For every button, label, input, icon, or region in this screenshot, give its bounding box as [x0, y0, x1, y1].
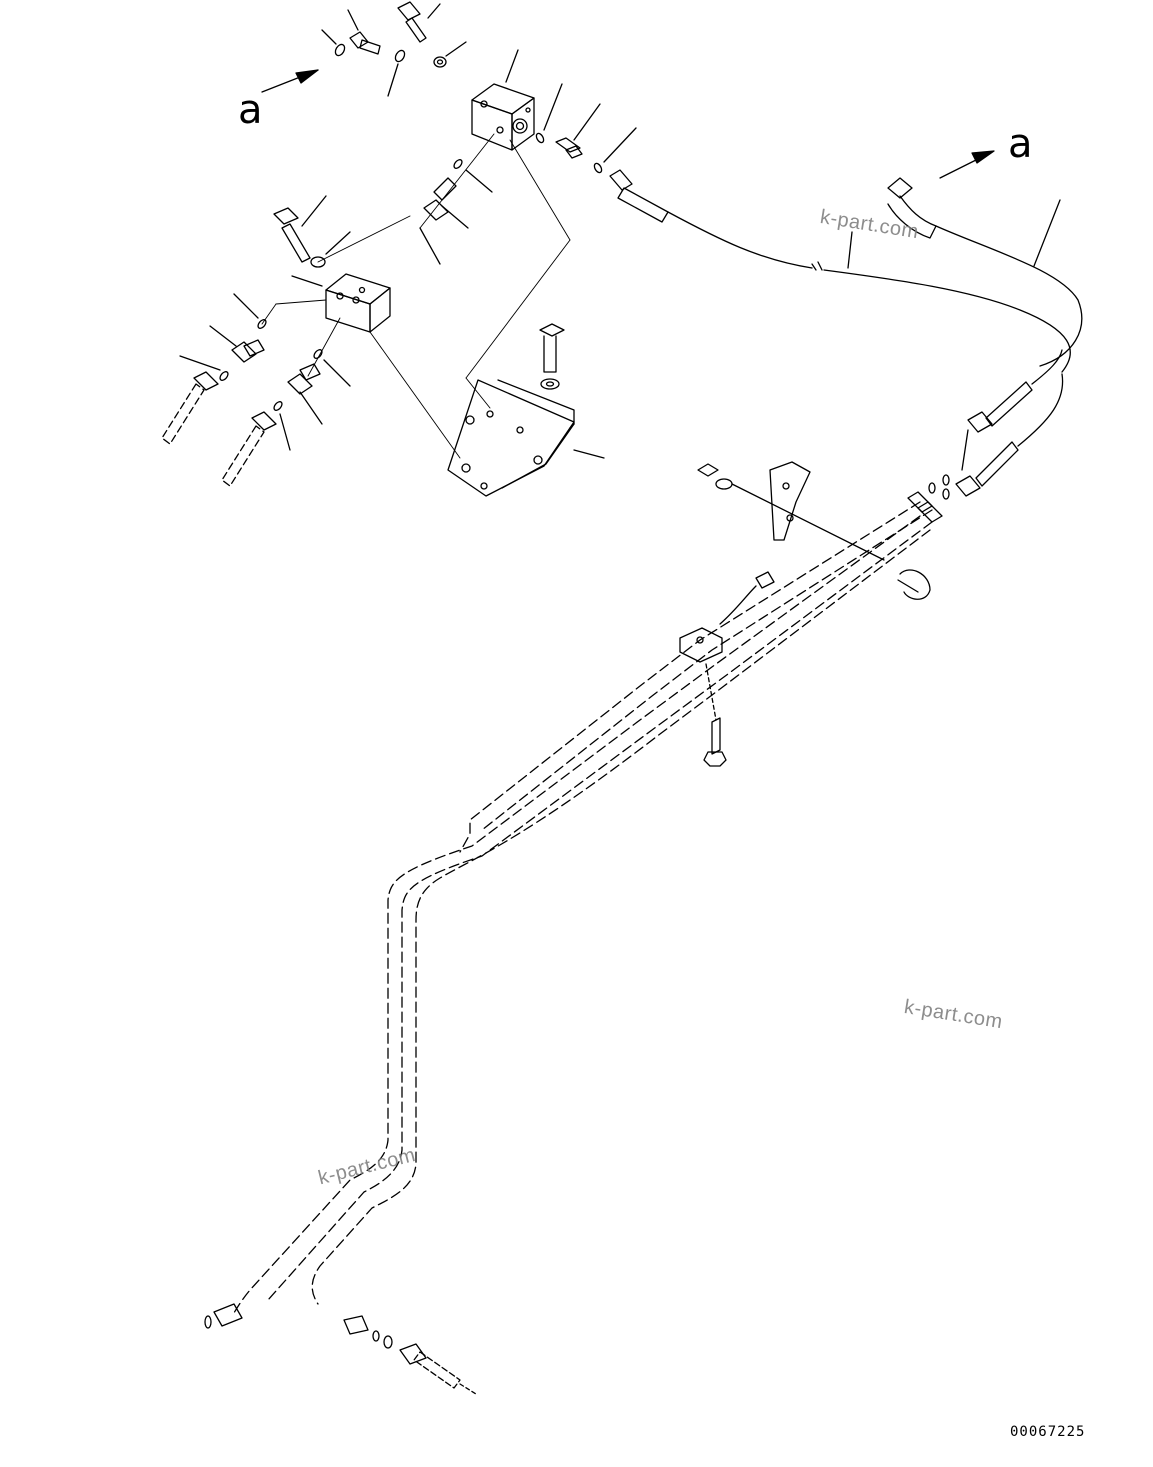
view-arrow-left	[261, 69, 319, 93]
bracket-bolt	[539, 323, 565, 390]
hose-end-right-2	[955, 373, 1064, 497]
hose-end-right-1	[967, 349, 1063, 433]
elbow-fitting-top	[347, 9, 381, 55]
view-label-a-left: a	[238, 87, 263, 133]
connector-fitting	[287, 363, 323, 425]
mounting-bracket	[447, 379, 605, 497]
o-ring	[394, 49, 406, 63]
o-ring	[593, 162, 603, 174]
o-ring	[535, 132, 545, 144]
hose-lower-left-2	[221, 411, 277, 487]
connector-fitting	[423, 177, 469, 229]
lower-valve-block	[291, 273, 391, 333]
u-clamp	[897, 569, 931, 600]
tube-end-bottom-right	[343, 1315, 393, 1349]
hose-end-bottom	[399, 1343, 477, 1395]
view-arrow-right	[939, 150, 995, 179]
hose-lower-left-1	[161, 371, 219, 445]
bolt-top	[397, 1, 441, 43]
o-ring	[313, 349, 323, 359]
o-ring	[219, 371, 229, 381]
hose-upper	[609, 169, 1071, 373]
o-ring	[273, 401, 283, 411]
tube-clamp	[679, 627, 727, 767]
bolt-lower-block	[273, 195, 351, 268]
washer	[433, 56, 447, 68]
o-ring	[453, 159, 463, 169]
hose-right-elbow	[887, 177, 1083, 367]
clamp-bracket	[697, 461, 885, 561]
main-tube-pair	[231, 501, 933, 1317]
document-number: 00067225	[1010, 1424, 1086, 1440]
o-ring	[928, 482, 936, 494]
o-ring	[942, 474, 950, 486]
view-label-a-right: a	[1008, 121, 1033, 167]
tube-end-bottom-left	[204, 1303, 243, 1329]
tube-end-fittings	[719, 491, 943, 625]
connection-leaders	[261, 133, 571, 459]
upper-valve-block	[471, 49, 535, 151]
o-ring	[334, 43, 346, 57]
connector-fitting	[209, 325, 265, 363]
connector-fitting	[555, 103, 601, 159]
o-ring	[942, 488, 950, 500]
